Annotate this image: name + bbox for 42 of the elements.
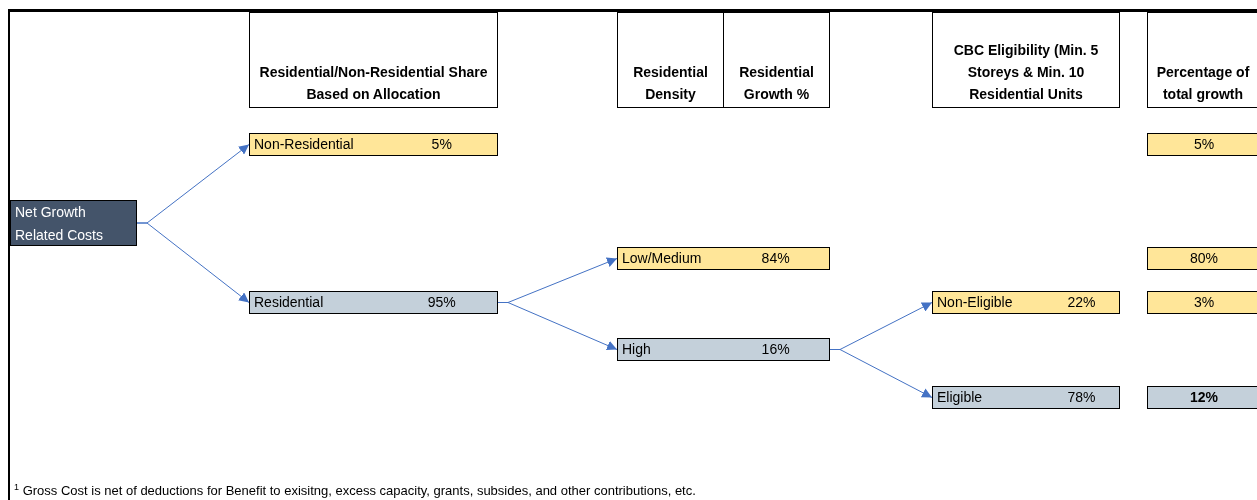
arrow — [497, 302, 618, 351]
header-text: Percentage of total growth — [1155, 63, 1251, 104]
category-box — [932, 386, 1120, 409]
percentage-value: 16% — [761, 340, 790, 359]
header-text: CBC Eligibility (Min. 5 Storeys & Min. 10 Residential Units — [952, 41, 1100, 104]
arrow — [829, 349, 933, 398]
category-box — [932, 291, 1120, 314]
category-box — [617, 247, 830, 270]
category-label: Residential — [254, 293, 324, 312]
share-box — [1147, 133, 1257, 156]
column-header — [617, 12, 724, 108]
column-header — [932, 12, 1120, 108]
percentage-value: 95% — [427, 293, 456, 312]
category-label: Non-Eligible — [937, 293, 1013, 312]
percentage-value: 12% — [1190, 388, 1218, 407]
cost-box — [10, 200, 137, 246]
share-box — [1147, 247, 1257, 270]
node-label: Net Growth Related Costs — [15, 204, 103, 243]
arrow — [136, 222, 250, 303]
category-box — [249, 291, 498, 314]
category-label: Low/Medium — [622, 249, 702, 268]
percentage-value: 5% — [1193, 135, 1215, 154]
percentage-value: 5% — [431, 135, 452, 154]
category-label: Non-Residential — [254, 135, 354, 154]
header-text: Residential Growth % — [738, 63, 815, 104]
header-text: Residential Density — [632, 63, 709, 104]
column-header — [723, 12, 830, 108]
share-box — [1147, 386, 1257, 409]
percentage-value: 78% — [1067, 388, 1096, 407]
column-header — [249, 12, 498, 108]
footnote: $^{1}$ Gross Cost is net of deductions for Benefit to exisitng, excess capacity, grants, subsides, and other contributions, etc. — [14, 482, 696, 499]
header-text: Residential/Non-Residential Share Based on Allocation — [258, 63, 489, 104]
category-label: High — [622, 340, 651, 359]
category-box — [617, 338, 830, 361]
share-box — [1147, 291, 1257, 314]
category-box — [249, 133, 498, 156]
percentage-value: 84% — [761, 249, 790, 268]
category-label: Eligible — [937, 388, 983, 407]
percentage-value: 3% — [1193, 293, 1215, 312]
percentage-value: 22% — [1067, 293, 1096, 312]
percentage-value: 80% — [1190, 249, 1218, 268]
column-header — [1147, 12, 1257, 108]
